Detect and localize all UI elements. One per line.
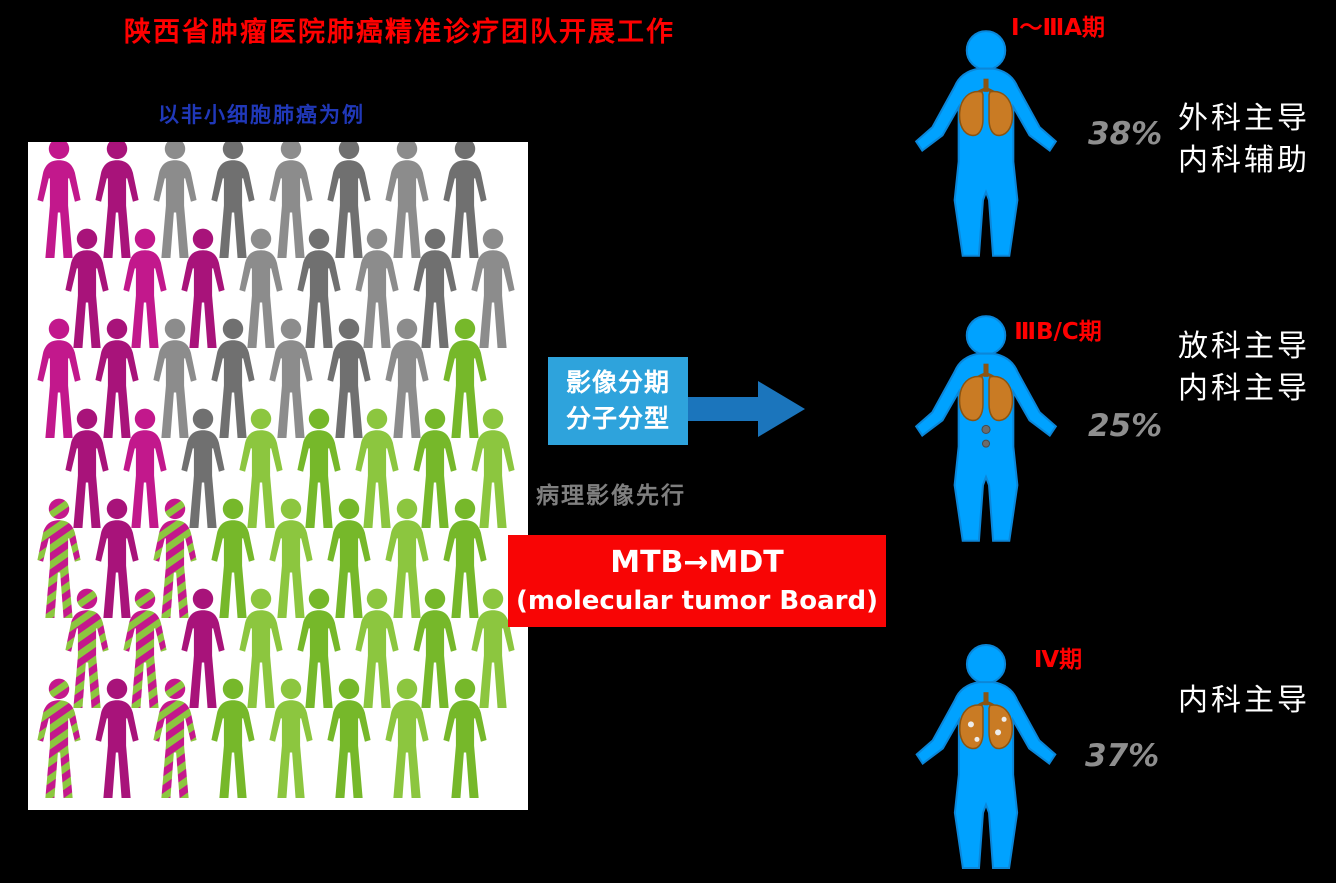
mtb-line1: MTB→MDT <box>610 545 784 581</box>
role-line: 内科主导 <box>1178 683 1310 718</box>
stage-2-roles: 放科主导 内科主导 <box>1178 326 1310 410</box>
stage-1-roles: 外科主导 内科辅助 <box>1178 98 1310 182</box>
person-silhouette-icon <box>266 676 316 804</box>
human-body-icon <box>900 644 1072 880</box>
stage-1-percent: 38% <box>1088 116 1163 152</box>
crowd-panel <box>28 142 528 810</box>
person-silhouette-icon <box>440 676 490 804</box>
stage-3-percent: 37% <box>1085 738 1160 774</box>
process-box-line1: 影像分期 <box>565 367 670 397</box>
process-box-line2: 分子分型 <box>565 404 670 433</box>
human-body-icon <box>900 30 1072 268</box>
role-line: 外科主导 <box>1178 101 1310 136</box>
stage-1-label: Ⅰ～ⅢA期 <box>1010 15 1106 41</box>
metastasis-spots-icon <box>967 716 1007 742</box>
stage-2-label: ⅢB/C期 <box>1014 319 1102 345</box>
human-body-icon <box>900 315 1072 553</box>
person-silhouette-icon <box>150 676 200 804</box>
role-line: 内科辅助 <box>1178 143 1310 178</box>
slide-title: 陕西省肿瘤医院肺癌精准诊疗团队开展工作 <box>124 17 675 48</box>
slide-subtitle: 以非小细胞肺癌为例 <box>158 103 365 127</box>
person-silhouette-icon <box>382 676 432 804</box>
pathology-note: 病理影像先行 <box>536 483 686 509</box>
stage-3-roles: 内科主导 <box>1178 680 1310 722</box>
flow-arrow-icon <box>688 381 805 437</box>
role-line: 内科主导 <box>1178 371 1310 406</box>
mtb-line2: (molecular tumor Board) <box>516 585 878 616</box>
stage-2-percent: 25% <box>1088 408 1163 444</box>
role-line: 放科主导 <box>1178 329 1310 364</box>
person-silhouette-icon <box>34 676 84 804</box>
process-box: 影像分期 分子分型 <box>548 357 688 445</box>
person-silhouette-icon <box>92 676 142 804</box>
lymph-node-spots-icon <box>981 424 991 448</box>
mtb-box: MTB→MDT (molecular tumor Board) <box>508 535 886 627</box>
person-silhouette-icon <box>208 676 258 804</box>
stage-3-label: Ⅳ期 <box>1033 647 1083 673</box>
person-silhouette-icon <box>324 676 374 804</box>
